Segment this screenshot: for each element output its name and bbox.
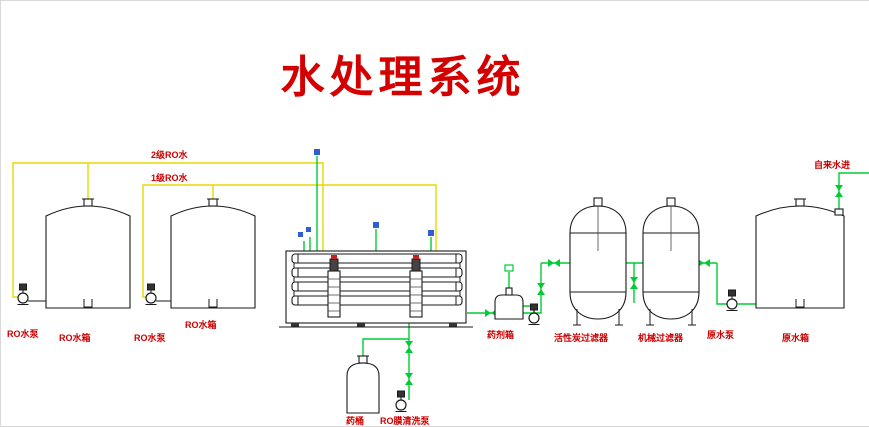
valve-icon — [698, 259, 710, 267]
pump-stages — [410, 278, 422, 312]
label-ro-pump-1: RO水泵 — [7, 328, 40, 339]
valve-icon — [630, 277, 638, 289]
pipe-raw-tank-to-pump — [716, 263, 758, 305]
ro-end-manifolds — [293, 258, 461, 303]
tank-drain — [83, 299, 93, 308]
vessel-nozzle — [593, 197, 603, 207]
tank-body — [755, 205, 845, 309]
activated-carbon-filter — [569, 197, 627, 326]
vessel-legs — [573, 309, 623, 326]
pump-motor — [411, 258, 421, 272]
label-carbon-filter: 活性炭过滤器 — [554, 332, 609, 343]
tank-body — [170, 205, 256, 309]
valve-icon — [485, 309, 497, 317]
label-ro-tank-2: RO水箱 — [185, 319, 217, 330]
label-tap-water-inlet: 自来水进 — [814, 159, 850, 170]
gauge-icon — [306, 227, 311, 232]
ro-pump-1-symbol — [16, 283, 30, 306]
label-stage1-ro-water: 1级RO水 — [151, 172, 189, 183]
raw-water-tank — [755, 198, 845, 309]
pipe-stage1-ro-water — [142, 184, 437, 298]
gauge-icon — [298, 232, 303, 237]
pump-stack — [327, 270, 341, 318]
dosing-tank-nozzle — [505, 287, 513, 296]
raw-water-pump-symbol — [725, 289, 739, 312]
ro-foot — [357, 323, 365, 327]
label-dosing-tank: 药剂箱 — [487, 329, 514, 340]
ro-membrane-unit — [279, 250, 473, 328]
instruments — [298, 149, 514, 272]
chemical-barrel — [346, 355, 380, 414]
ro-pump-2-symbol — [144, 283, 158, 306]
high-pressure-pump-2 — [409, 255, 423, 318]
ro-foot — [449, 323, 457, 327]
vessel-nozzle — [666, 197, 676, 207]
pump-cap — [413, 255, 419, 259]
membrane-end-caps — [297, 254, 457, 305]
pipe-tap-water-inlet — [838, 172, 869, 210]
dosing-pump-symbol — [527, 303, 541, 326]
membrane-vessel — [291, 253, 463, 264]
membrane-vessel — [291, 267, 463, 278]
label-stage2-ro-water: 2级RO水 — [151, 149, 189, 160]
tank-nozzle — [795, 198, 805, 207]
valve-icon — [835, 185, 843, 197]
ro-foot — [291, 323, 299, 327]
label-chemical-barrel: 药桶 — [346, 415, 364, 426]
labels: RO水泵 RO水箱 RO水泵 RO水箱 药剂箱 活性炭过滤器 机械过滤器 原水泵… — [7, 149, 850, 426]
pump-stack — [409, 270, 423, 318]
membrane-vessel — [291, 295, 463, 306]
tank-body — [45, 205, 131, 309]
barrel-body — [346, 362, 380, 414]
label-raw-water-pump: 原水泵 — [707, 329, 735, 340]
gauge-icon — [373, 222, 379, 228]
ro-tank-2 — [156, 198, 256, 309]
pump-stages — [328, 278, 340, 312]
ro-tank-1 — [28, 198, 131, 309]
valve-icon — [548, 259, 560, 267]
pump-motor — [329, 258, 339, 272]
mechanical-filter — [642, 197, 700, 326]
diagram-title: 水处理系统 — [280, 53, 526, 102]
label-ro-cleaning-pump: RO膜清洗泵 — [380, 415, 431, 426]
barrel-nozzle — [358, 355, 368, 364]
dosing-point-icon — [504, 264, 514, 272]
label-ro-tank-1: RO水箱 — [59, 332, 91, 343]
gauge-icon — [428, 230, 434, 236]
tank-nozzle — [83, 198, 93, 207]
membrane-vessel — [291, 281, 463, 292]
valve-icon — [405, 373, 413, 385]
pipe-ro-cleaning-line — [362, 323, 410, 400]
vessel-legs — [646, 309, 696, 326]
gauge-icon — [314, 149, 320, 155]
tank-drain — [795, 299, 805, 308]
pump-cap — [331, 255, 337, 259]
dosing-tank — [494, 287, 524, 320]
valve-icon — [405, 341, 413, 353]
label-ro-pump-2: RO水泵 — [134, 332, 167, 343]
valve-icon — [537, 283, 545, 295]
label-mechanical-filter: 机械过滤器 — [638, 332, 684, 343]
valves — [405, 185, 843, 385]
pipe-stage2-ro-water — [12, 162, 324, 298]
label-raw-water-tank: 原水箱 — [782, 332, 809, 343]
dosing-tank-body — [494, 294, 524, 320]
tank-nozzle — [208, 198, 218, 207]
pipe-ro-top-stubs — [303, 156, 432, 253]
tank-drain — [208, 299, 218, 308]
tank-inlet-nozzle — [834, 208, 844, 216]
high-pressure-pump-1 — [327, 255, 341, 318]
cleaning-pump-symbol — [394, 390, 408, 413]
